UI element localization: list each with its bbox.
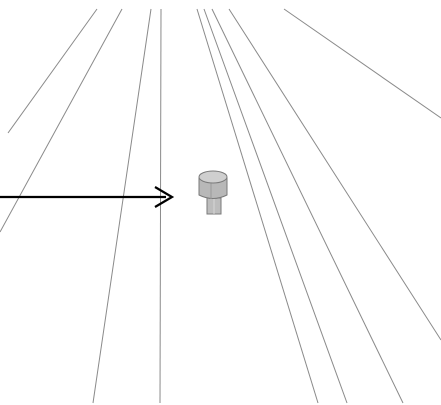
bolt-icon[interactable] xyxy=(198,170,228,215)
guide-lines xyxy=(0,8,441,404)
arrow-right-icon xyxy=(0,186,175,208)
guide-line xyxy=(196,8,319,404)
guide-line xyxy=(228,8,441,341)
guide-line xyxy=(7,8,98,134)
guide-line xyxy=(203,8,348,404)
guide-line xyxy=(0,8,123,233)
guide-line xyxy=(283,8,441,119)
guide-line xyxy=(159,8,162,404)
guide-line xyxy=(211,8,404,404)
guide-line xyxy=(92,8,152,404)
